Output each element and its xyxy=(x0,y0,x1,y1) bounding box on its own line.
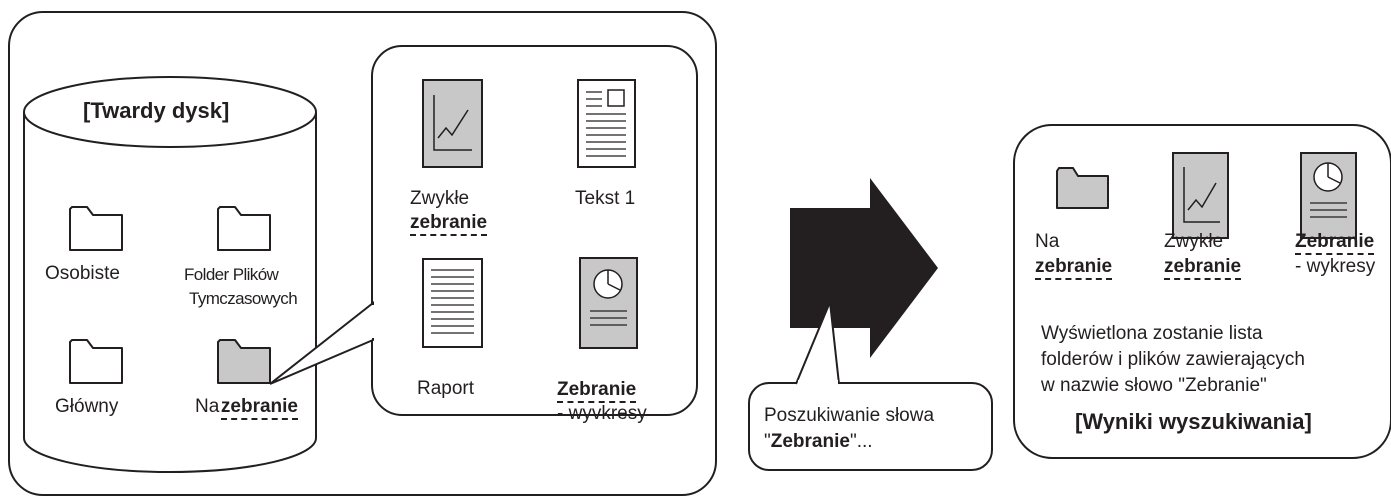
text-layout-document-icon xyxy=(577,79,636,168)
file-label-2: Tekst 1 xyxy=(575,188,636,209)
quote-open: " xyxy=(764,431,771,452)
keyword-highlight: zebranie xyxy=(1164,257,1242,280)
file-label-1-keyword: zebranie xyxy=(410,212,488,236)
results-description-line2: folderów i plików zawierających xyxy=(1041,349,1305,370)
folder-label-temp-line1: Folder Plików xyxy=(184,265,279,284)
file-label-4-suffix: - wyvkresy xyxy=(557,403,647,424)
file-label-4-keyword: Zebranie xyxy=(557,379,637,403)
search-keyword: Zebranie xyxy=(770,431,850,452)
folder-label-meeting: Na zebranie xyxy=(195,396,298,420)
arrow-right-icon xyxy=(790,178,938,358)
folder-icon xyxy=(69,339,123,384)
result-label-2-keyword: zebranie xyxy=(1164,256,1242,280)
result-label-1-line1: Na xyxy=(1035,231,1060,252)
keyword-highlight: Zebranie xyxy=(557,380,637,403)
file-label-1-line1: Zwykłe xyxy=(410,188,470,209)
folder-label-temp-line2: Tymczasowych xyxy=(189,289,298,308)
keyword-highlight: Zebranie xyxy=(1295,232,1375,255)
result-label-2-line1: Zwykłe xyxy=(1164,231,1224,252)
results-description-line3: w nazwie słowo "Zebranie" xyxy=(1041,375,1267,396)
results-title: [Wyniki wyszukiwania] xyxy=(1075,409,1312,434)
folder-icon xyxy=(217,206,271,251)
results-description-line1: Wyświetlona zostanie lista xyxy=(1041,323,1263,344)
result-label-1-keyword: zebranie xyxy=(1035,256,1113,280)
keyword-highlight: zebranie xyxy=(220,397,298,420)
keyword-highlight: zebranie xyxy=(410,213,488,236)
folder-label-meeting-prefix: Na xyxy=(195,396,220,417)
pie-chart-document-icon xyxy=(1300,152,1357,239)
keyword-highlight: zebranie xyxy=(1035,257,1113,280)
search-bubble xyxy=(748,301,993,471)
folder-label-main: Główny xyxy=(55,396,119,417)
graph-document-icon xyxy=(1172,152,1229,239)
hard-disk-title: [Twardy dysk] xyxy=(83,98,230,123)
quote-close: "... xyxy=(849,431,873,452)
folder-icon xyxy=(69,206,123,251)
result-label-3-suffix: - wykresy xyxy=(1295,256,1376,277)
search-bubble-line1: Poszukiwanie słowa xyxy=(764,405,935,426)
file-label-3: Raport xyxy=(417,378,475,399)
result-label-3-keyword: Zebranie xyxy=(1295,231,1375,255)
folder-label-personal: Osobiste xyxy=(45,263,120,284)
pie-chart-document-icon xyxy=(579,257,638,349)
folder-icon xyxy=(1056,167,1109,209)
folder-icon xyxy=(217,339,271,384)
graph-document-icon xyxy=(422,79,483,168)
lined-document-icon xyxy=(422,258,483,348)
search-bubble-line2: "Zebranie"... xyxy=(764,431,873,453)
